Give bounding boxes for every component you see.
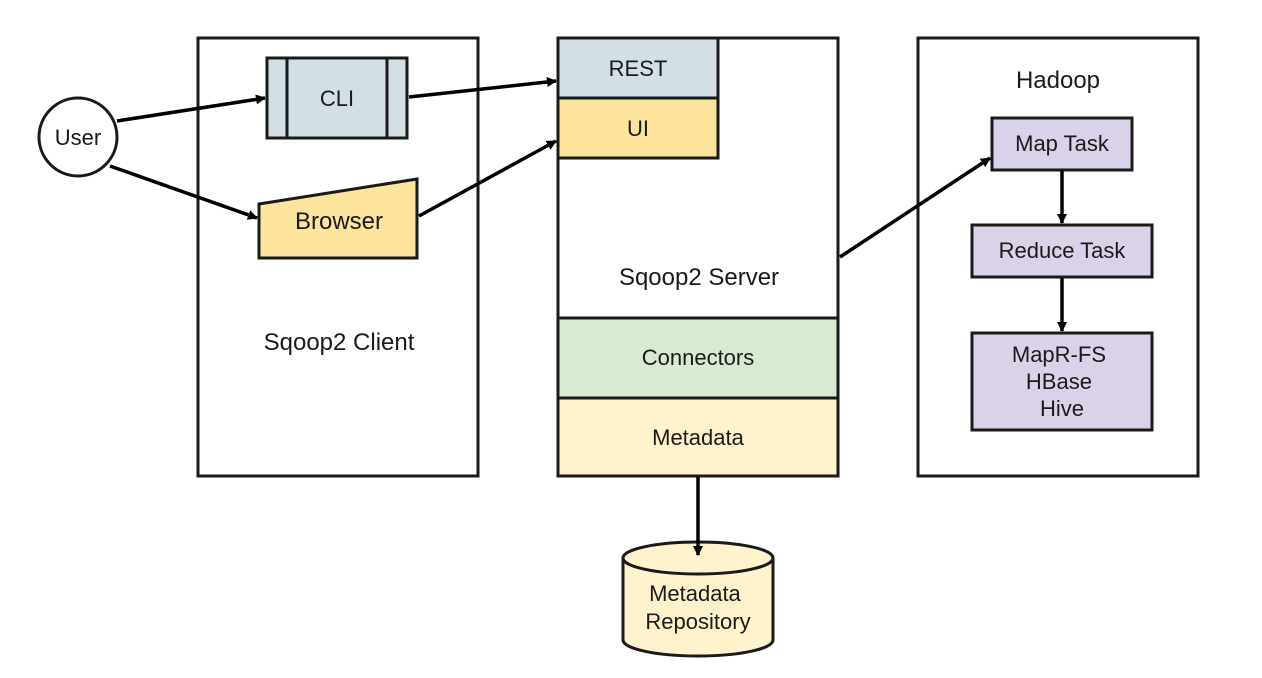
repository-label: Metadata Repository	[645, 581, 750, 634]
edge-browser-to-ui	[418, 139, 557, 218]
browser-label: Browser	[295, 208, 383, 235]
rest-label: REST	[609, 56, 668, 81]
storage-line: MapR-FS	[1012, 342, 1106, 367]
repository-line: Metadata	[649, 581, 741, 606]
reduce-task-label: Reduce Task	[999, 238, 1127, 263]
browser-node: Browser	[257, 177, 419, 260]
user-node	[37, 96, 119, 178]
repository-body	[621, 558, 775, 658]
ui-box	[556, 96, 720, 160]
edge-user-to-cli	[116, 94, 266, 123]
metadata-label: Metadata	[652, 425, 744, 450]
edge-cli-to-rest	[408, 77, 557, 99]
storage-line: HBase	[1026, 369, 1092, 394]
browser-shape	[257, 177, 419, 260]
hadoop-label: Hadoop	[1016, 67, 1100, 94]
storage-label: MapR-FS HBase Hive	[1012, 342, 1112, 421]
sqoop2-server-label: Sqoop2 Server	[619, 264, 779, 291]
ui-label: UI	[627, 116, 649, 141]
map-task-box	[990, 116, 1134, 172]
cli-box	[265, 56, 409, 140]
sqoop2-client-label: Sqoop2 Client	[264, 329, 415, 356]
metadata-repository-node: Metadata Repository	[621, 540, 775, 658]
storage-box	[970, 331, 1154, 432]
edge-user-to-browser	[109, 164, 258, 220]
rest-box	[556, 36, 720, 100]
user-label: User	[55, 125, 101, 150]
connectors-label: Connectors	[642, 345, 755, 370]
cli-label: CLI	[320, 86, 354, 111]
repository-line: Repository	[645, 609, 750, 634]
storage-line: Hive	[1040, 396, 1084, 421]
cli-node: CLI	[265, 56, 409, 140]
metadata-box	[556, 396, 840, 478]
reduce-task-box	[970, 223, 1154, 279]
map-task-label: Map Task	[1015, 131, 1110, 156]
edge-server-to-map-task	[839, 156, 991, 259]
